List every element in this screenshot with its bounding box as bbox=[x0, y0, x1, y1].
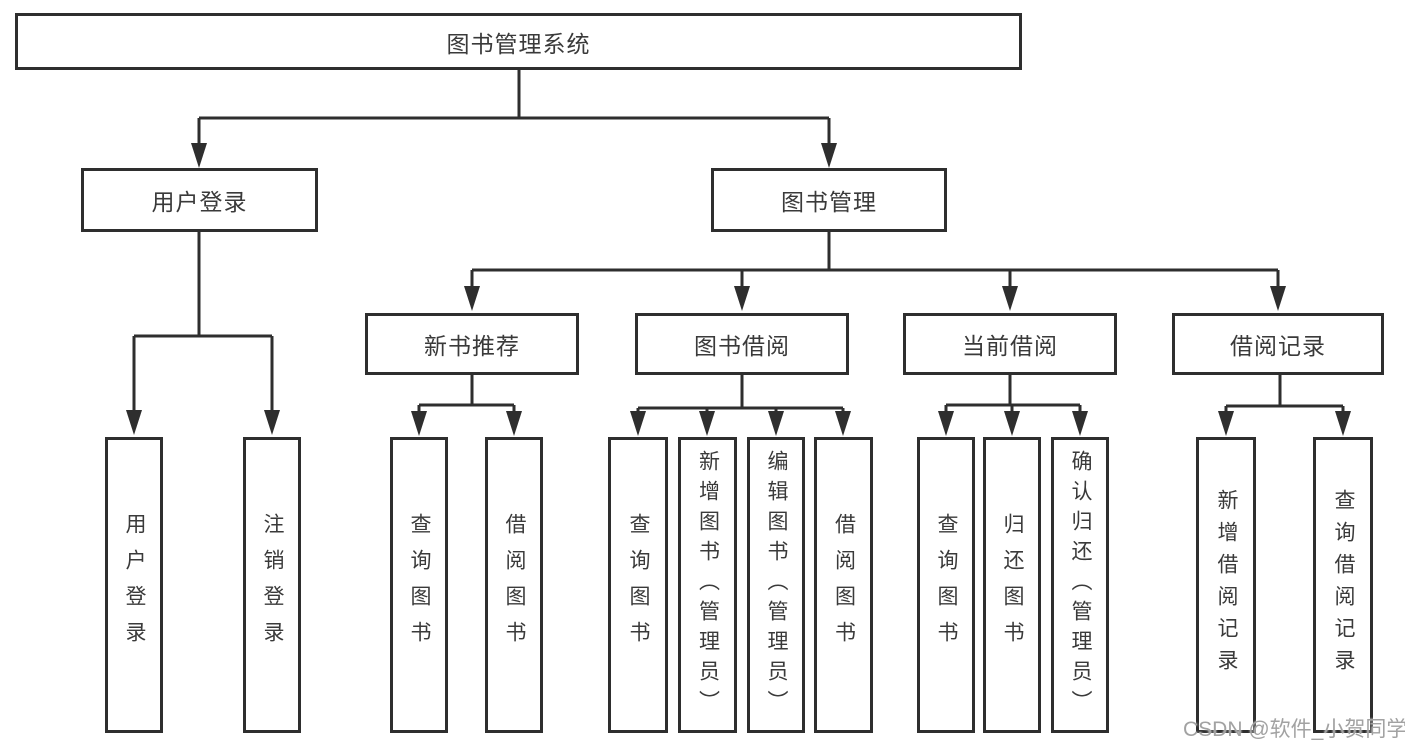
leaf-query-borrow-record: 查询借阅记录 bbox=[1313, 437, 1373, 733]
leaf-logout-label: 注销登录 bbox=[261, 513, 284, 657]
node-new-book-recommend-label: 新书推荐 bbox=[424, 333, 520, 359]
leaf-user-login: 用户登录 bbox=[105, 437, 163, 733]
node-library-system: 图书管理系统 bbox=[15, 13, 1022, 70]
node-user-login-label: 用户登录 bbox=[151, 189, 248, 215]
node-user-login: 用户登录 bbox=[81, 168, 318, 232]
leaf-borrow-books-newbooks-label: 借阅图书 bbox=[503, 513, 526, 657]
leaf-confirm-return-admin-label: 确认归还（管理员） bbox=[1069, 450, 1092, 720]
node-book-management: 图书管理 bbox=[711, 168, 947, 232]
csdn-watermark: CSDN @软件_小贺同学 bbox=[1183, 718, 1405, 741]
leaf-query-books-borrowing: 查询图书 bbox=[608, 437, 668, 733]
leaf-return-books: 归还图书 bbox=[983, 437, 1041, 733]
leaf-confirm-return-admin: 确认归还（管理员） bbox=[1051, 437, 1109, 733]
leaf-query-books-current: 查询图书 bbox=[917, 437, 975, 733]
leaf-edit-books-admin: 编辑图书（管理员） bbox=[747, 437, 805, 733]
leaf-borrow-books-newbooks: 借阅图书 bbox=[485, 437, 543, 733]
leaf-add-borrow-record-label: 新增借阅记录 bbox=[1215, 489, 1238, 681]
leaf-add-books-admin: 新增图书（管理员） bbox=[678, 437, 737, 733]
node-book-borrowing: 图书借阅 bbox=[635, 313, 849, 375]
leaf-query-books-newbooks-label: 查询图书 bbox=[408, 513, 431, 657]
node-current-borrowing: 当前借阅 bbox=[903, 313, 1117, 375]
node-book-borrowing-label: 图书借阅 bbox=[694, 333, 790, 359]
node-current-borrowing-label: 当前借阅 bbox=[962, 333, 1058, 359]
node-borrowing-records: 借阅记录 bbox=[1172, 313, 1384, 375]
leaf-add-books-admin-label: 新增图书（管理员） bbox=[696, 450, 720, 720]
node-library-system-label: 图书管理系统 bbox=[446, 30, 591, 57]
leaf-query-books-newbooks: 查询图书 bbox=[390, 437, 448, 733]
node-borrowing-records-label: 借阅记录 bbox=[1230, 333, 1326, 359]
leaf-return-books-label: 归还图书 bbox=[1001, 513, 1024, 657]
leaf-borrow-books-borrowing-label: 借阅图书 bbox=[832, 513, 856, 657]
node-new-book-recommend: 新书推荐 bbox=[365, 313, 579, 375]
node-book-management-label: 图书管理 bbox=[781, 189, 877, 215]
leaf-edit-books-admin-label: 编辑图书（管理员） bbox=[765, 450, 788, 720]
leaf-borrow-books-borrowing: 借阅图书 bbox=[814, 437, 873, 733]
leaf-user-login-label: 用户登录 bbox=[123, 513, 146, 657]
leaf-logout: 注销登录 bbox=[243, 437, 301, 733]
leaf-add-borrow-record: 新增借阅记录 bbox=[1196, 437, 1256, 733]
leaf-query-borrow-record-label: 查询借阅记录 bbox=[1332, 489, 1355, 681]
leaf-query-books-borrowing-label: 查询图书 bbox=[627, 513, 650, 657]
leaf-query-books-current-label: 查询图书 bbox=[935, 513, 958, 657]
